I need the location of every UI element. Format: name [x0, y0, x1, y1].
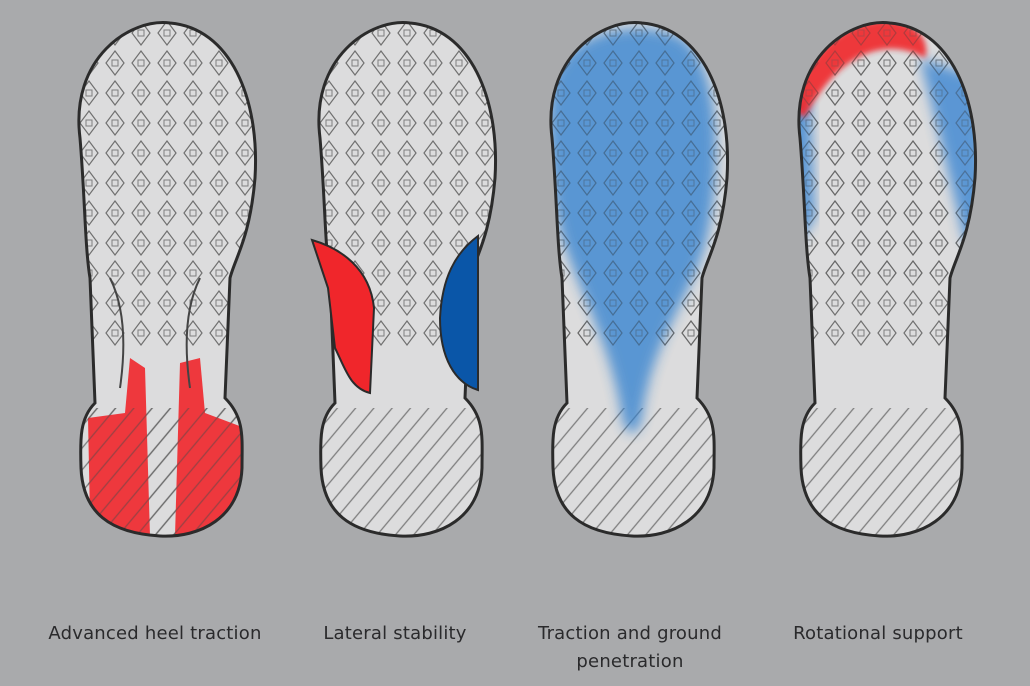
- sole-ground-penetration: [549, 21, 730, 538]
- sole-rotational-support: [797, 21, 978, 538]
- label-ground-penetration: Traction and ground penetration: [538, 623, 722, 672]
- label-lateral-stability: Lateral stability: [323, 623, 467, 644]
- label-rotational-support: Rotational support: [793, 623, 963, 644]
- sole-heel-traction: [77, 21, 258, 538]
- label-heel-traction: Advanced heel traction: [48, 623, 262, 644]
- medial-zone-right: [438, 234, 479, 392]
- lateral-zone-left: [310, 238, 376, 395]
- sole-illustrations: [77, 21, 978, 538]
- sole-lateral-stability: [310, 21, 498, 538]
